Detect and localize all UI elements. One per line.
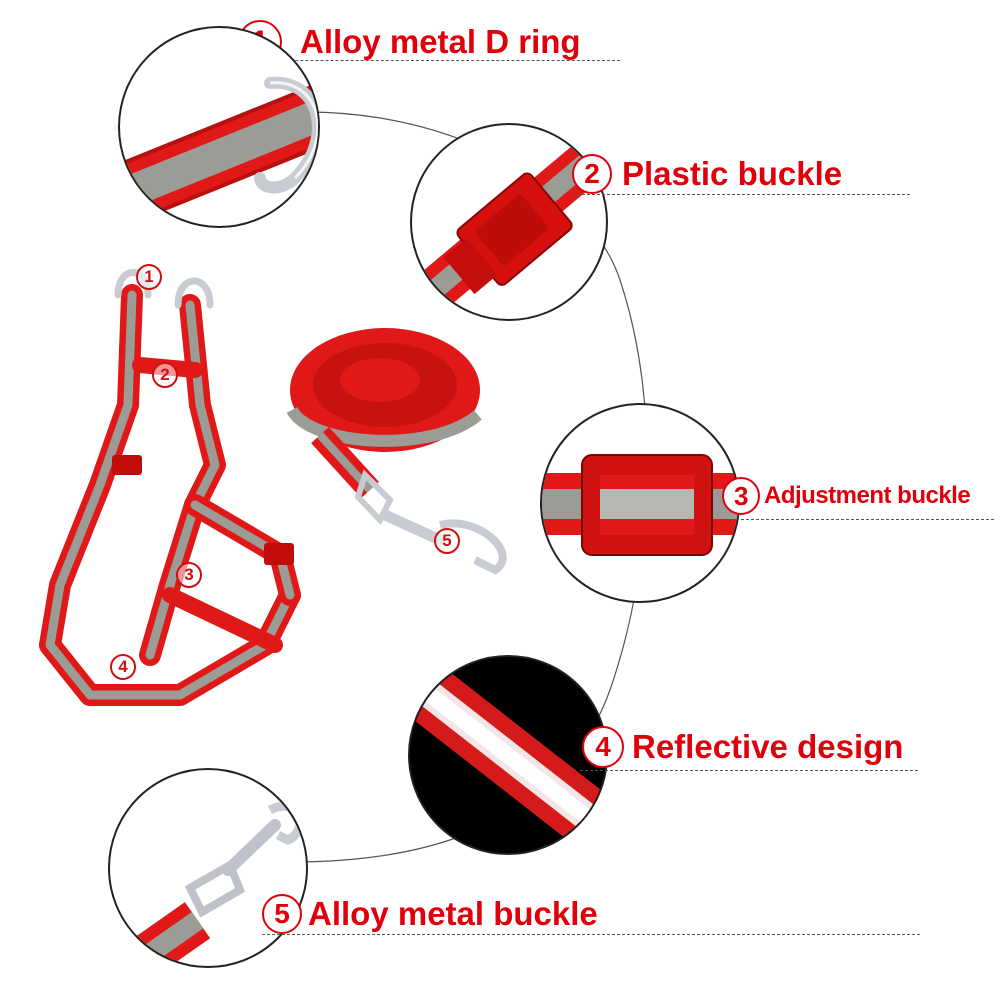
harness-marker-2: 2 bbox=[152, 362, 178, 388]
feature-1-label: Alloy metal D ring bbox=[300, 23, 581, 60]
harness-marker-1: 1 bbox=[136, 264, 162, 290]
feature-5-label-row: 5 Alloy metal buckle bbox=[262, 894, 598, 934]
reflective-strip-image bbox=[410, 657, 606, 853]
harness-image bbox=[39, 269, 301, 706]
metal-buckle-image bbox=[110, 801, 305, 966]
feature-5-underline bbox=[262, 934, 920, 935]
harness-marker-4: 4 bbox=[110, 654, 136, 680]
feature-3-label: Adjustment buckle bbox=[764, 482, 971, 509]
adjustment-buckle-image bbox=[542, 454, 738, 556]
harness-marker-3: 3 bbox=[176, 562, 202, 588]
feature-4-underline bbox=[580, 770, 918, 771]
feature-1-underline bbox=[230, 60, 620, 61]
feature-4-number: 4 bbox=[582, 726, 624, 768]
leash-marker-5: 5 bbox=[434, 528, 460, 554]
d-ring-closeup bbox=[118, 26, 320, 228]
feature-5-number: 5 bbox=[262, 894, 302, 934]
feature-2-label-row: 2 Plastic buckle bbox=[572, 154, 842, 194]
d-ring-image bbox=[120, 76, 318, 223]
feature-2-label: Plastic buckle bbox=[622, 155, 843, 192]
adjustment-buckle-closeup bbox=[540, 403, 740, 603]
feature-3-number: 3 bbox=[722, 477, 760, 515]
metal-buckle-closeup bbox=[108, 768, 308, 968]
plastic-buckle-closeup bbox=[410, 123, 608, 321]
plastic-buckle-image bbox=[412, 125, 606, 319]
feature-3-underline bbox=[726, 519, 994, 520]
feature-5-label: Alloy metal buckle bbox=[308, 895, 598, 932]
feature-2-number: 2 bbox=[572, 154, 612, 194]
reflective-design-closeup bbox=[408, 655, 608, 855]
feature-2-underline bbox=[572, 194, 910, 195]
feature-4-label: Reflective design bbox=[632, 728, 904, 765]
feature-3-label-row: 3 Adjustment buckle bbox=[722, 477, 971, 515]
leash-image bbox=[286, 328, 507, 575]
feature-4-label-row: 4 Reflective design bbox=[582, 726, 903, 768]
